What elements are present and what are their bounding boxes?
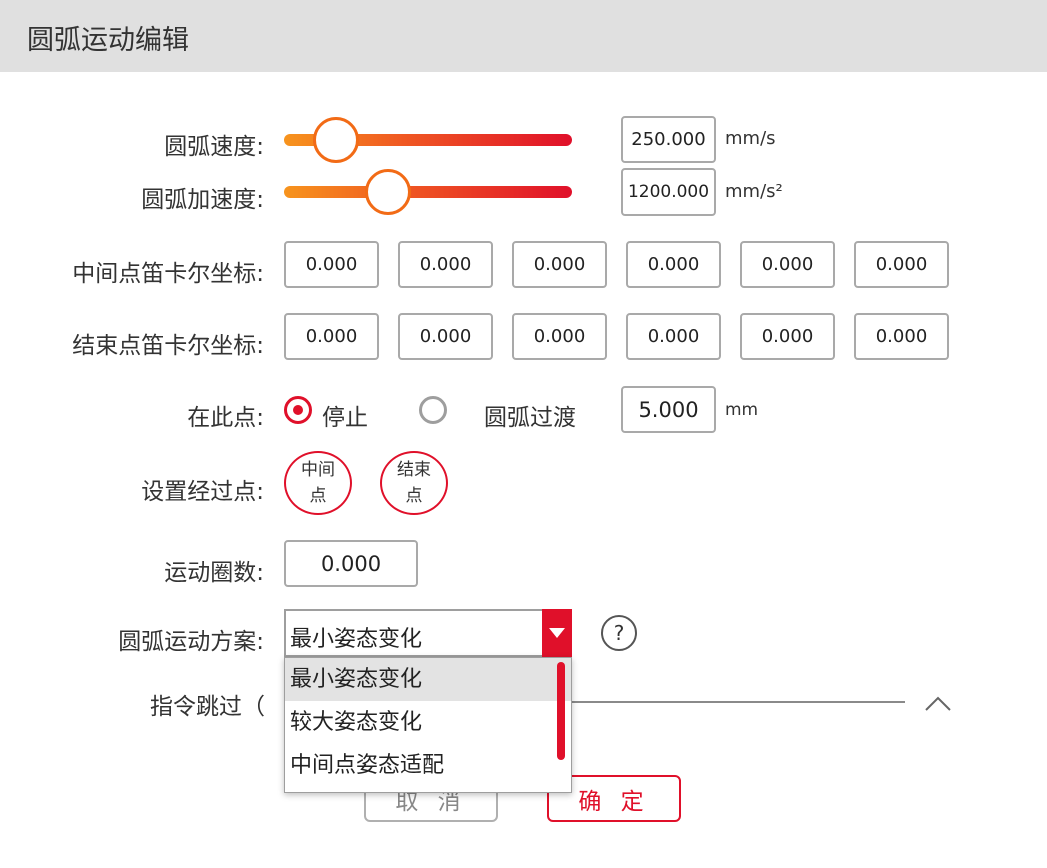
- scheme-label: 圆弧运动方案:: [118, 629, 264, 655]
- speed-unit: mm/s: [725, 128, 776, 149]
- scheme-select-value: 最小姿态变化: [290, 627, 423, 652]
- set-middle-point-button[interactable]: 中间 点: [284, 451, 352, 515]
- speed-input[interactable]: 250.000: [621, 116, 716, 163]
- middle-point-rz-input[interactable]: 0.000: [854, 241, 949, 288]
- middle-point-z-input[interactable]: 0.000: [512, 241, 607, 288]
- set-middle-point-line1: 中间: [301, 460, 335, 480]
- scheme-select[interactable]: 最小姿态变化: [284, 609, 572, 657]
- set-end-point-line2: 点: [405, 486, 423, 506]
- blend-radio[interactable]: [419, 396, 447, 424]
- stop-radio-label[interactable]: 停止: [322, 405, 368, 431]
- middle-point-rx-input[interactable]: 0.000: [626, 241, 721, 288]
- blend-distance-input[interactable]: 5.000: [621, 386, 716, 433]
- end-point-ry-input[interactable]: 0.000: [740, 313, 835, 360]
- blend-radio-label[interactable]: 圆弧过渡: [484, 405, 576, 431]
- middle-point-ry-input[interactable]: 0.000: [740, 241, 835, 288]
- middle-point-y-input[interactable]: 0.000: [398, 241, 493, 288]
- scheme-option-large[interactable]: 较大姿态变化: [290, 710, 423, 735]
- window-title: 圆弧运动编辑: [27, 25, 189, 56]
- accel-slider-thumb[interactable]: [365, 169, 411, 215]
- blend-distance-unit: mm: [725, 400, 759, 420]
- end-point-z-input[interactable]: 0.000: [512, 313, 607, 360]
- accel-label: 圆弧加速度:: [141, 187, 264, 213]
- scheme-option-middle-adapt[interactable]: 中间点姿态适配: [290, 753, 445, 778]
- set-end-point-line1: 结束: [397, 460, 431, 480]
- title-bar: 圆弧运动编辑: [0, 0, 1047, 72]
- set-points-label: 设置经过点:: [141, 479, 264, 505]
- set-middle-point-line2: 点: [309, 486, 327, 506]
- end-point-y-input[interactable]: 0.000: [398, 313, 493, 360]
- middle-point-label: 中间点笛卡尔坐标:: [72, 261, 264, 287]
- speed-slider[interactable]: [284, 117, 572, 163]
- skip-label: 指令跳过（: [150, 694, 265, 720]
- dropdown-scrollbar[interactable]: [557, 662, 565, 760]
- ok-button[interactable]: 确 定: [547, 775, 681, 822]
- speed-slider-thumb[interactable]: [313, 117, 359, 163]
- turns-label: 运动圈数:: [164, 560, 264, 586]
- middle-point-x-input[interactable]: 0.000: [284, 241, 379, 288]
- stop-radio[interactable]: [284, 396, 312, 424]
- turns-input[interactable]: 0.000: [284, 540, 418, 587]
- end-point-rx-input[interactable]: 0.000: [626, 313, 721, 360]
- end-point-label: 结束点笛卡尔坐标:: [72, 333, 264, 359]
- at-point-label: 在此点:: [187, 405, 264, 431]
- set-end-point-button[interactable]: 结束 点: [380, 451, 448, 515]
- end-point-x-input[interactable]: 0.000: [284, 313, 379, 360]
- scheme-option-min[interactable]: 最小姿态变化: [285, 658, 571, 701]
- accel-unit: mm/s²: [725, 181, 783, 202]
- chevron-down-icon[interactable]: [542, 609, 572, 657]
- accel-input[interactable]: 1200.000: [621, 168, 716, 216]
- end-point-rz-input[interactable]: 0.000: [854, 313, 949, 360]
- scheme-dropdown-list: 最小姿态变化 较大姿态变化 中间点姿态适配: [284, 657, 572, 793]
- help-icon[interactable]: ?: [601, 615, 637, 651]
- chevron-up-icon[interactable]: [924, 693, 952, 713]
- section-divider: [495, 701, 905, 703]
- accel-slider[interactable]: [284, 169, 572, 215]
- speed-label: 圆弧速度:: [164, 134, 264, 160]
